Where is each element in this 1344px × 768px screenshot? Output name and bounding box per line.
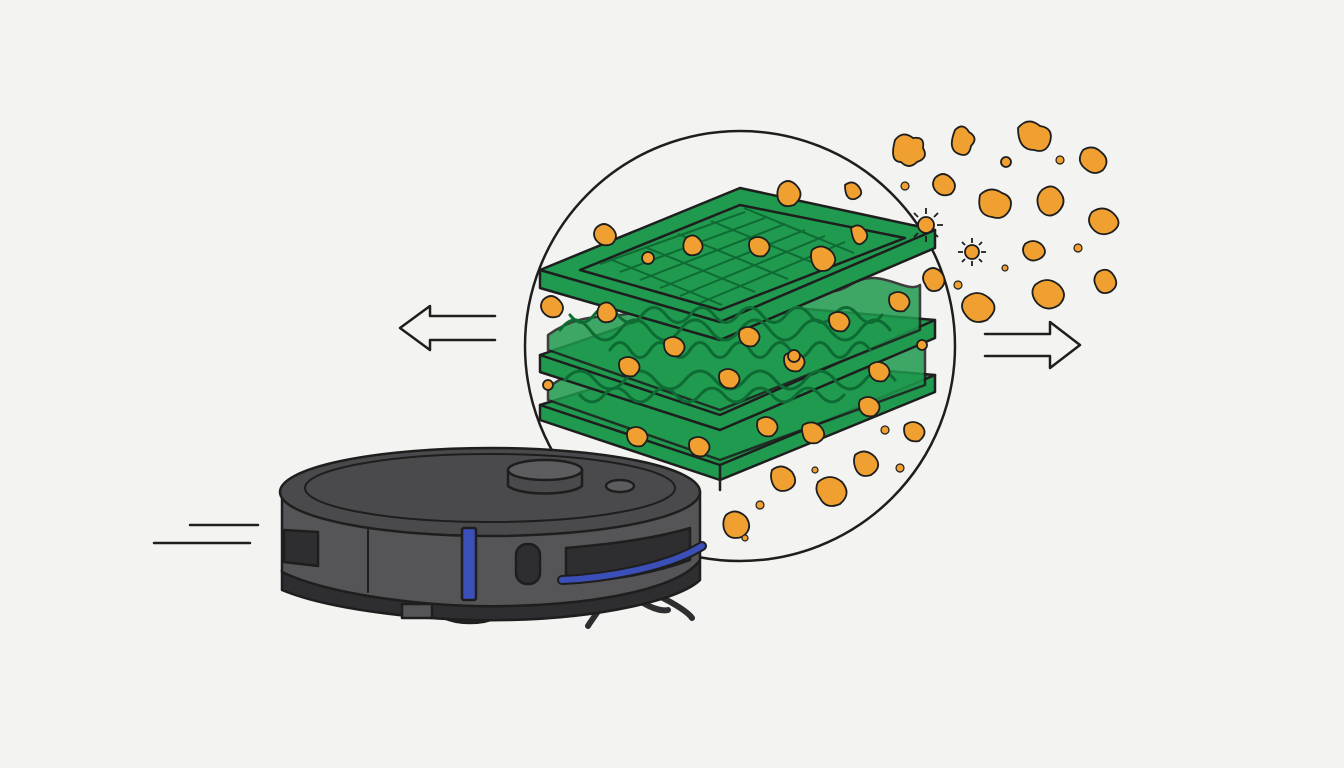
dust-particle-icon — [738, 326, 761, 348]
dust-particle-icon — [618, 356, 641, 378]
dust-particle-icon — [922, 267, 946, 293]
dust-particle-icon — [892, 133, 926, 167]
dust-particle-icon — [828, 311, 851, 333]
dust-particle-icon — [903, 421, 926, 443]
dust-particle-icon — [888, 291, 911, 313]
microbe-icon — [1000, 156, 1012, 168]
dust-particle-icon — [770, 465, 797, 492]
microbe-icon — [641, 251, 655, 265]
dust-particle-icon — [756, 416, 779, 438]
microbe-icons — [542, 156, 1012, 391]
dust-particle-icon — [978, 188, 1012, 219]
dust-particle-icon — [961, 292, 996, 323]
dust-particle-icon — [1036, 185, 1065, 217]
dust-particle-icon — [596, 301, 618, 324]
accent-stripe — [460, 526, 478, 602]
robot-vacuum-icon — [278, 446, 707, 629]
dust-particle-icon — [682, 234, 704, 257]
dust-particle-icon — [1078, 146, 1108, 174]
dust-particle-icon — [1031, 279, 1065, 310]
microbe-icon — [542, 379, 554, 391]
dust-particle-icon — [850, 224, 869, 246]
dust-particle-icon — [748, 236, 771, 258]
filter-layers-icon — [538, 186, 937, 492]
dust-particle-icon — [858, 396, 881, 418]
microbe-icon — [787, 349, 801, 363]
dust-particle-icon — [810, 245, 837, 272]
dust-particle-icon — [626, 426, 649, 448]
dust-particle-icon — [663, 336, 686, 358]
dust-particle-icon — [593, 223, 617, 247]
motion-lines-icon — [152, 523, 260, 545]
dust-particle-icon — [1017, 120, 1052, 152]
dust-particle-icon — [722, 510, 751, 539]
dust-particle-icon — [1022, 240, 1046, 262]
dust-particle-icon — [868, 361, 891, 383]
dust-particle-icon — [540, 295, 564, 319]
dust-particle-icon — [1093, 268, 1118, 295]
dust-particle-icon — [853, 450, 880, 477]
dust-particle-icon — [801, 421, 826, 445]
dust-particles — [540, 120, 1120, 539]
microbe-icon — [916, 339, 928, 351]
dust-particle-icon — [950, 125, 976, 156]
dust-particle-icon — [718, 368, 741, 390]
microbe-icon — [964, 244, 980, 260]
dust-particle-icon — [1088, 207, 1120, 236]
dust-dots — [741, 155, 1083, 542]
airflow-out-arrow-icon — [983, 320, 1082, 370]
airflow-in-arrow-icon — [398, 304, 497, 352]
microbe-icon — [917, 216, 935, 234]
dust-particle-icon — [688, 436, 711, 458]
dust-particle-icon — [932, 173, 956, 197]
dust-particle-icon — [815, 476, 848, 507]
dust-particle-icon — [844, 181, 863, 201]
dust-particle-icon — [776, 180, 802, 208]
